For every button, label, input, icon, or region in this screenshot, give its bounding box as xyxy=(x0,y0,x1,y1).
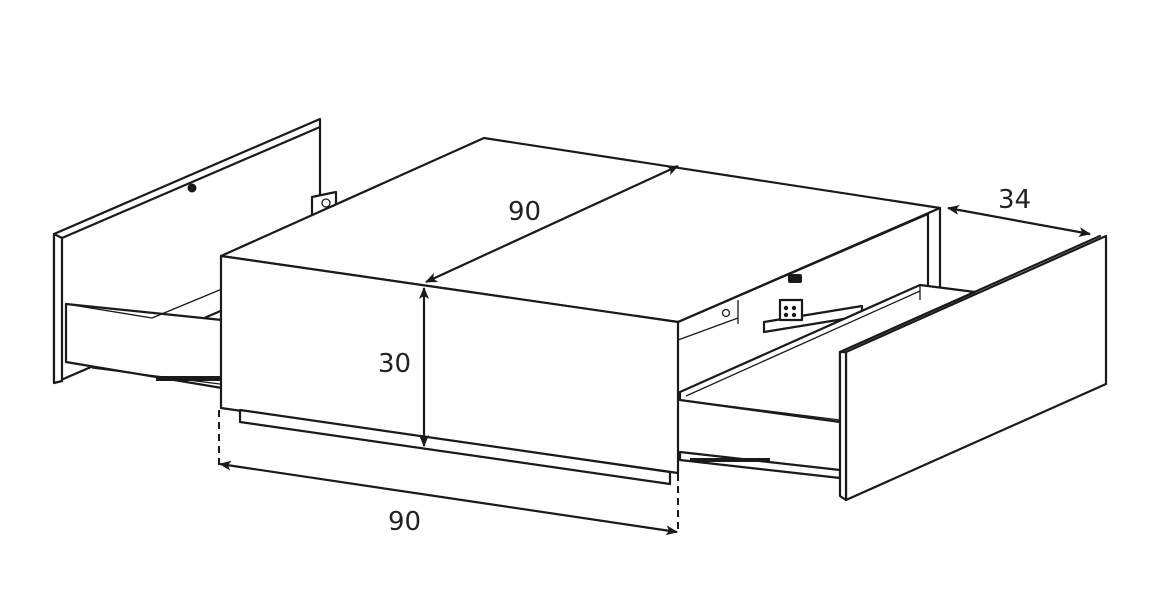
dimension-drawer-depth: 34 xyxy=(947,185,1091,237)
table-body xyxy=(219,136,942,486)
dimension-drawer-depth-label: 34 xyxy=(998,185,1031,215)
dimension-height-label: 30 xyxy=(378,349,411,379)
right-drawer xyxy=(678,234,1108,502)
right-drawer-bottom xyxy=(678,450,842,480)
dimension-depth-top-label: 90 xyxy=(508,197,541,227)
left-drawer-front-edge xyxy=(52,232,64,385)
right-opening-screw-hole xyxy=(721,308,731,318)
right-drawer-front-panel xyxy=(844,234,1108,502)
dimension-width-front: 90 xyxy=(218,410,679,537)
left-drawer xyxy=(52,117,338,390)
left-drawer-handle-hole xyxy=(187,183,197,193)
right-drawer-front-edge xyxy=(838,350,848,502)
dimension-width-front-label: 90 xyxy=(388,507,421,537)
table-front-face xyxy=(219,254,680,475)
dimension-height: 30 xyxy=(378,287,429,447)
dimension-depth-top: 90 xyxy=(425,165,679,283)
